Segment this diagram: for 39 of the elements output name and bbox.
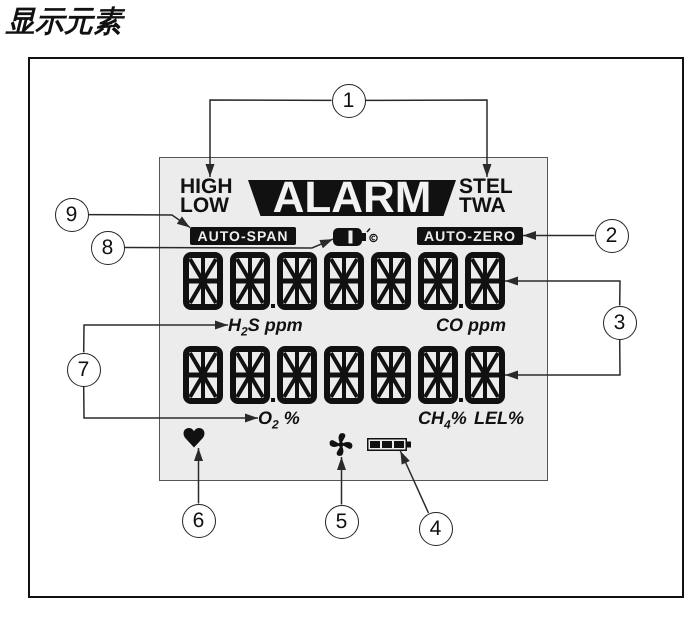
callout-number: 4 (418, 512, 452, 546)
callout-number: 9 (54, 198, 88, 232)
callout-number: 6 (182, 504, 216, 538)
leader-arrow (505, 340, 621, 380)
leader-arrow (206, 99, 332, 177)
segment-digit-display (183, 346, 505, 404)
callout-number: 7 (66, 352, 100, 386)
segment-digit-display (183, 252, 505, 310)
indicator-label: LOW (180, 196, 230, 215)
leader-arrow (82, 386, 258, 422)
leader-arrow (124, 238, 334, 249)
leader-arrow (88, 214, 190, 228)
mode-indicator: AUTO-ZERO (417, 227, 523, 245)
unit-label: LEL% (474, 407, 524, 429)
unit-label: H$_{2}$S ppm (228, 314, 303, 343)
leader-arrow (366, 99, 492, 177)
leader-arrow (194, 448, 203, 504)
callout-number: 3 (602, 306, 636, 340)
unit-label: CH$_{4}$% (418, 407, 467, 434)
callout-number: 8 (90, 230, 124, 264)
indicator-label: TWA (459, 196, 507, 215)
indicator-label: STEL (459, 177, 513, 196)
callout-number: 2 (594, 218, 628, 252)
leader-arrow (82, 320, 228, 352)
callout-number: 1 (332, 84, 366, 118)
leader-arrow (505, 276, 621, 306)
unit-label: CO ppm (436, 314, 506, 336)
heart-icon (183, 427, 205, 448)
leader-arrow (337, 457, 346, 504)
callout-number: 5 (324, 504, 358, 538)
leader-arrow (400, 450, 430, 514)
fan-icon (328, 432, 354, 457)
alarm-banner: ALARM (248, 180, 456, 216)
unit-label: O$_{2}$ % (258, 407, 300, 436)
battery-icon (367, 438, 411, 451)
mode-indicator: AUTO-SPAN (190, 227, 296, 245)
cylinder-icon (333, 227, 378, 247)
indicator-label: HIGH (180, 177, 232, 196)
leader-arrow (523, 231, 594, 240)
